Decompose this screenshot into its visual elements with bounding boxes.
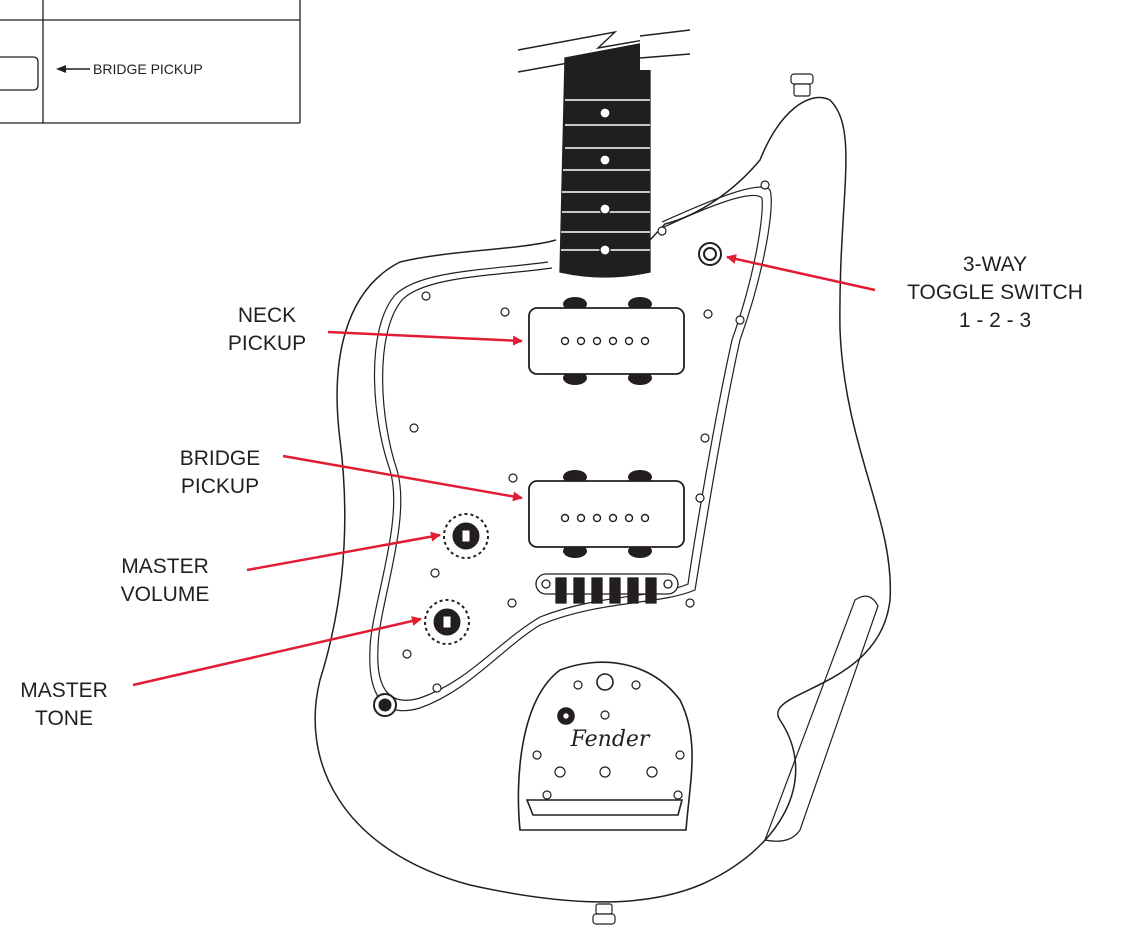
master-tone-arrow xyxy=(132,616,422,687)
neck-pickup-label-line2: PICKUP xyxy=(227,332,307,355)
strap-button-top xyxy=(790,73,814,97)
toggle-switch-label-line2: TOGGLE SWITCH xyxy=(907,281,1083,304)
neck-pickup-arrow xyxy=(327,330,523,346)
master-tone-label: MASTER TONE xyxy=(0,677,128,733)
master-tone-label-line2: TONE xyxy=(35,707,93,730)
neck-pickup-label-line1: NECK xyxy=(237,304,297,327)
master-volume-arrow xyxy=(246,531,441,572)
toggle-switch-arrow xyxy=(726,254,876,292)
legend-arrow xyxy=(56,65,90,73)
master-volume-label-line1: MASTER xyxy=(121,555,209,578)
guitar-neck xyxy=(559,41,651,278)
toggle-switch-label: 3-WAY TOGGLE SWITCH 1 - 2 - 3 xyxy=(875,251,1115,335)
bridge-pickup xyxy=(528,470,685,558)
neck-pickup xyxy=(528,297,685,385)
toggle-switch xyxy=(698,242,722,266)
tone-knob xyxy=(424,599,470,645)
pickguard-screws xyxy=(402,180,770,800)
volume-knob xyxy=(443,513,489,559)
legend-bridge-pickup-label: BRIDGE PICKUP xyxy=(93,61,203,77)
toggle-switch-label-line3: 1 - 2 - 3 xyxy=(958,309,1032,332)
output-jack xyxy=(373,693,397,717)
bridge-pickup-label: BRIDGE PICKUP xyxy=(170,445,270,501)
master-tone-label-line1: MASTER xyxy=(20,679,108,702)
legend-table xyxy=(0,0,301,124)
bridge-pickup-arrow xyxy=(282,454,523,502)
neck-pickup-label: NECK PICKUP xyxy=(227,302,307,358)
bridge-pickup-label-line1: BRIDGE xyxy=(179,447,261,470)
master-volume-label: MASTER VOLUME xyxy=(100,553,230,609)
callout-arrows xyxy=(132,254,876,687)
strap-button-bottom xyxy=(592,903,616,925)
master-volume-label-line2: VOLUME xyxy=(120,583,210,606)
pickup-symbol-icon xyxy=(0,56,39,91)
bridge xyxy=(535,573,679,604)
tailpiece-plate xyxy=(517,661,693,831)
bridge-pickup-label-line2: PICKUP xyxy=(180,475,260,498)
pickguard xyxy=(369,186,772,712)
toggle-switch-label-line1: 3-WAY xyxy=(962,253,1028,276)
fender-logo: Fender xyxy=(570,727,651,752)
body-contour xyxy=(764,595,879,842)
